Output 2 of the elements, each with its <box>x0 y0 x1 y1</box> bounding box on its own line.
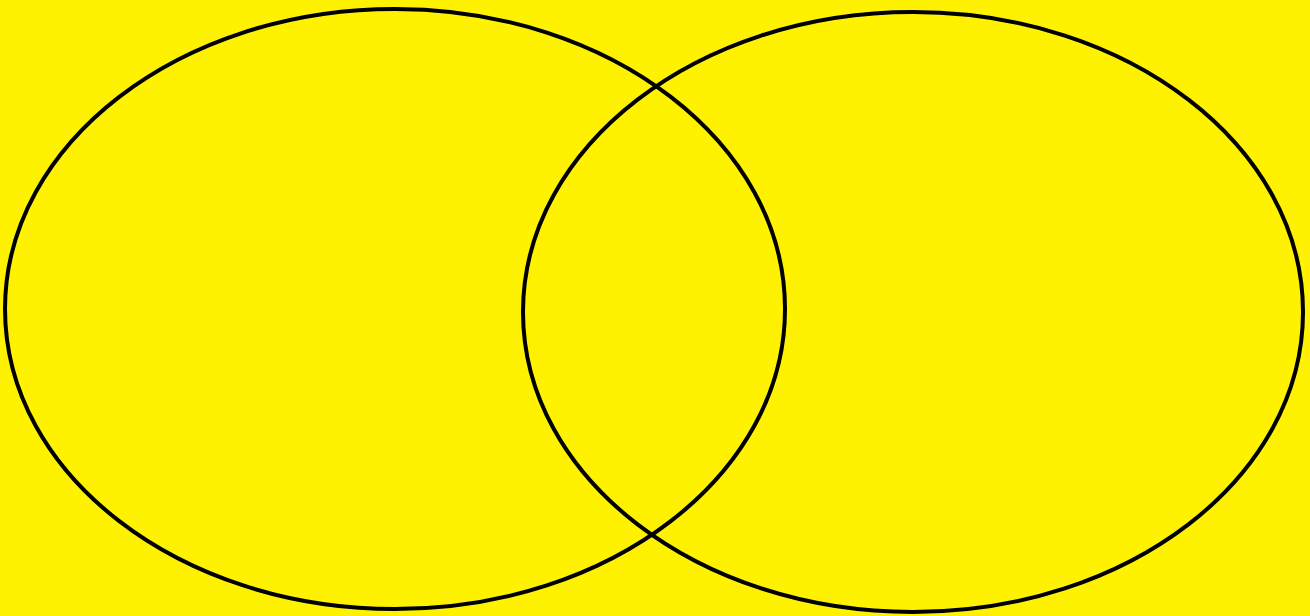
ellipse-shape <box>3 7 787 611</box>
ellipse-shape <box>521 10 1305 614</box>
